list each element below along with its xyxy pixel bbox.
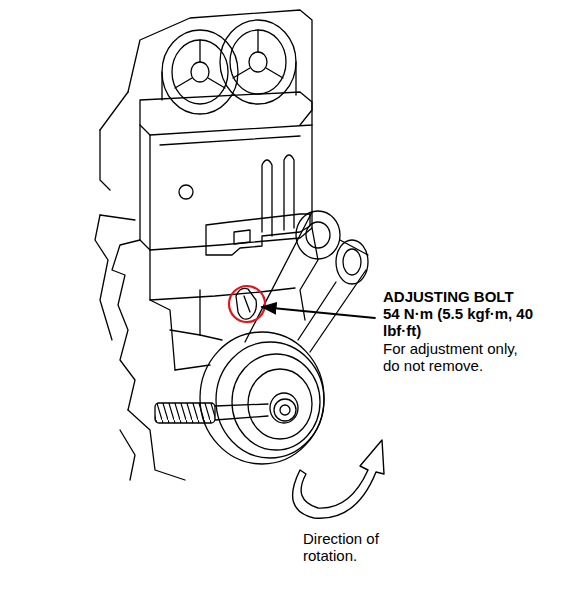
- crankshaft-pulley: [200, 332, 324, 464]
- rotation-arrow: [293, 440, 384, 518]
- socket-wrench: [155, 399, 296, 423]
- guide-pin: [262, 155, 294, 236]
- leader-arrow: [262, 307, 375, 318]
- drive-belt: [245, 212, 366, 352]
- note-text: For adjustment only, do not remove.: [383, 340, 533, 374]
- rotation-label: Direction of rotation.: [303, 530, 403, 564]
- adjusting-bolt: [236, 288, 256, 319]
- cylinder-head: [100, 10, 312, 220]
- engine-block: [95, 215, 318, 480]
- torque-spec: 54 N·m (5.5 kgf·m, 40 lbf·ft): [383, 305, 561, 339]
- bracket: [206, 214, 310, 255]
- timing-belt-cover: [140, 92, 312, 250]
- camshaft-pulley: [162, 20, 296, 114]
- part-name: ADJUSTING BOLT: [383, 288, 573, 305]
- highlight-circle: [229, 286, 265, 322]
